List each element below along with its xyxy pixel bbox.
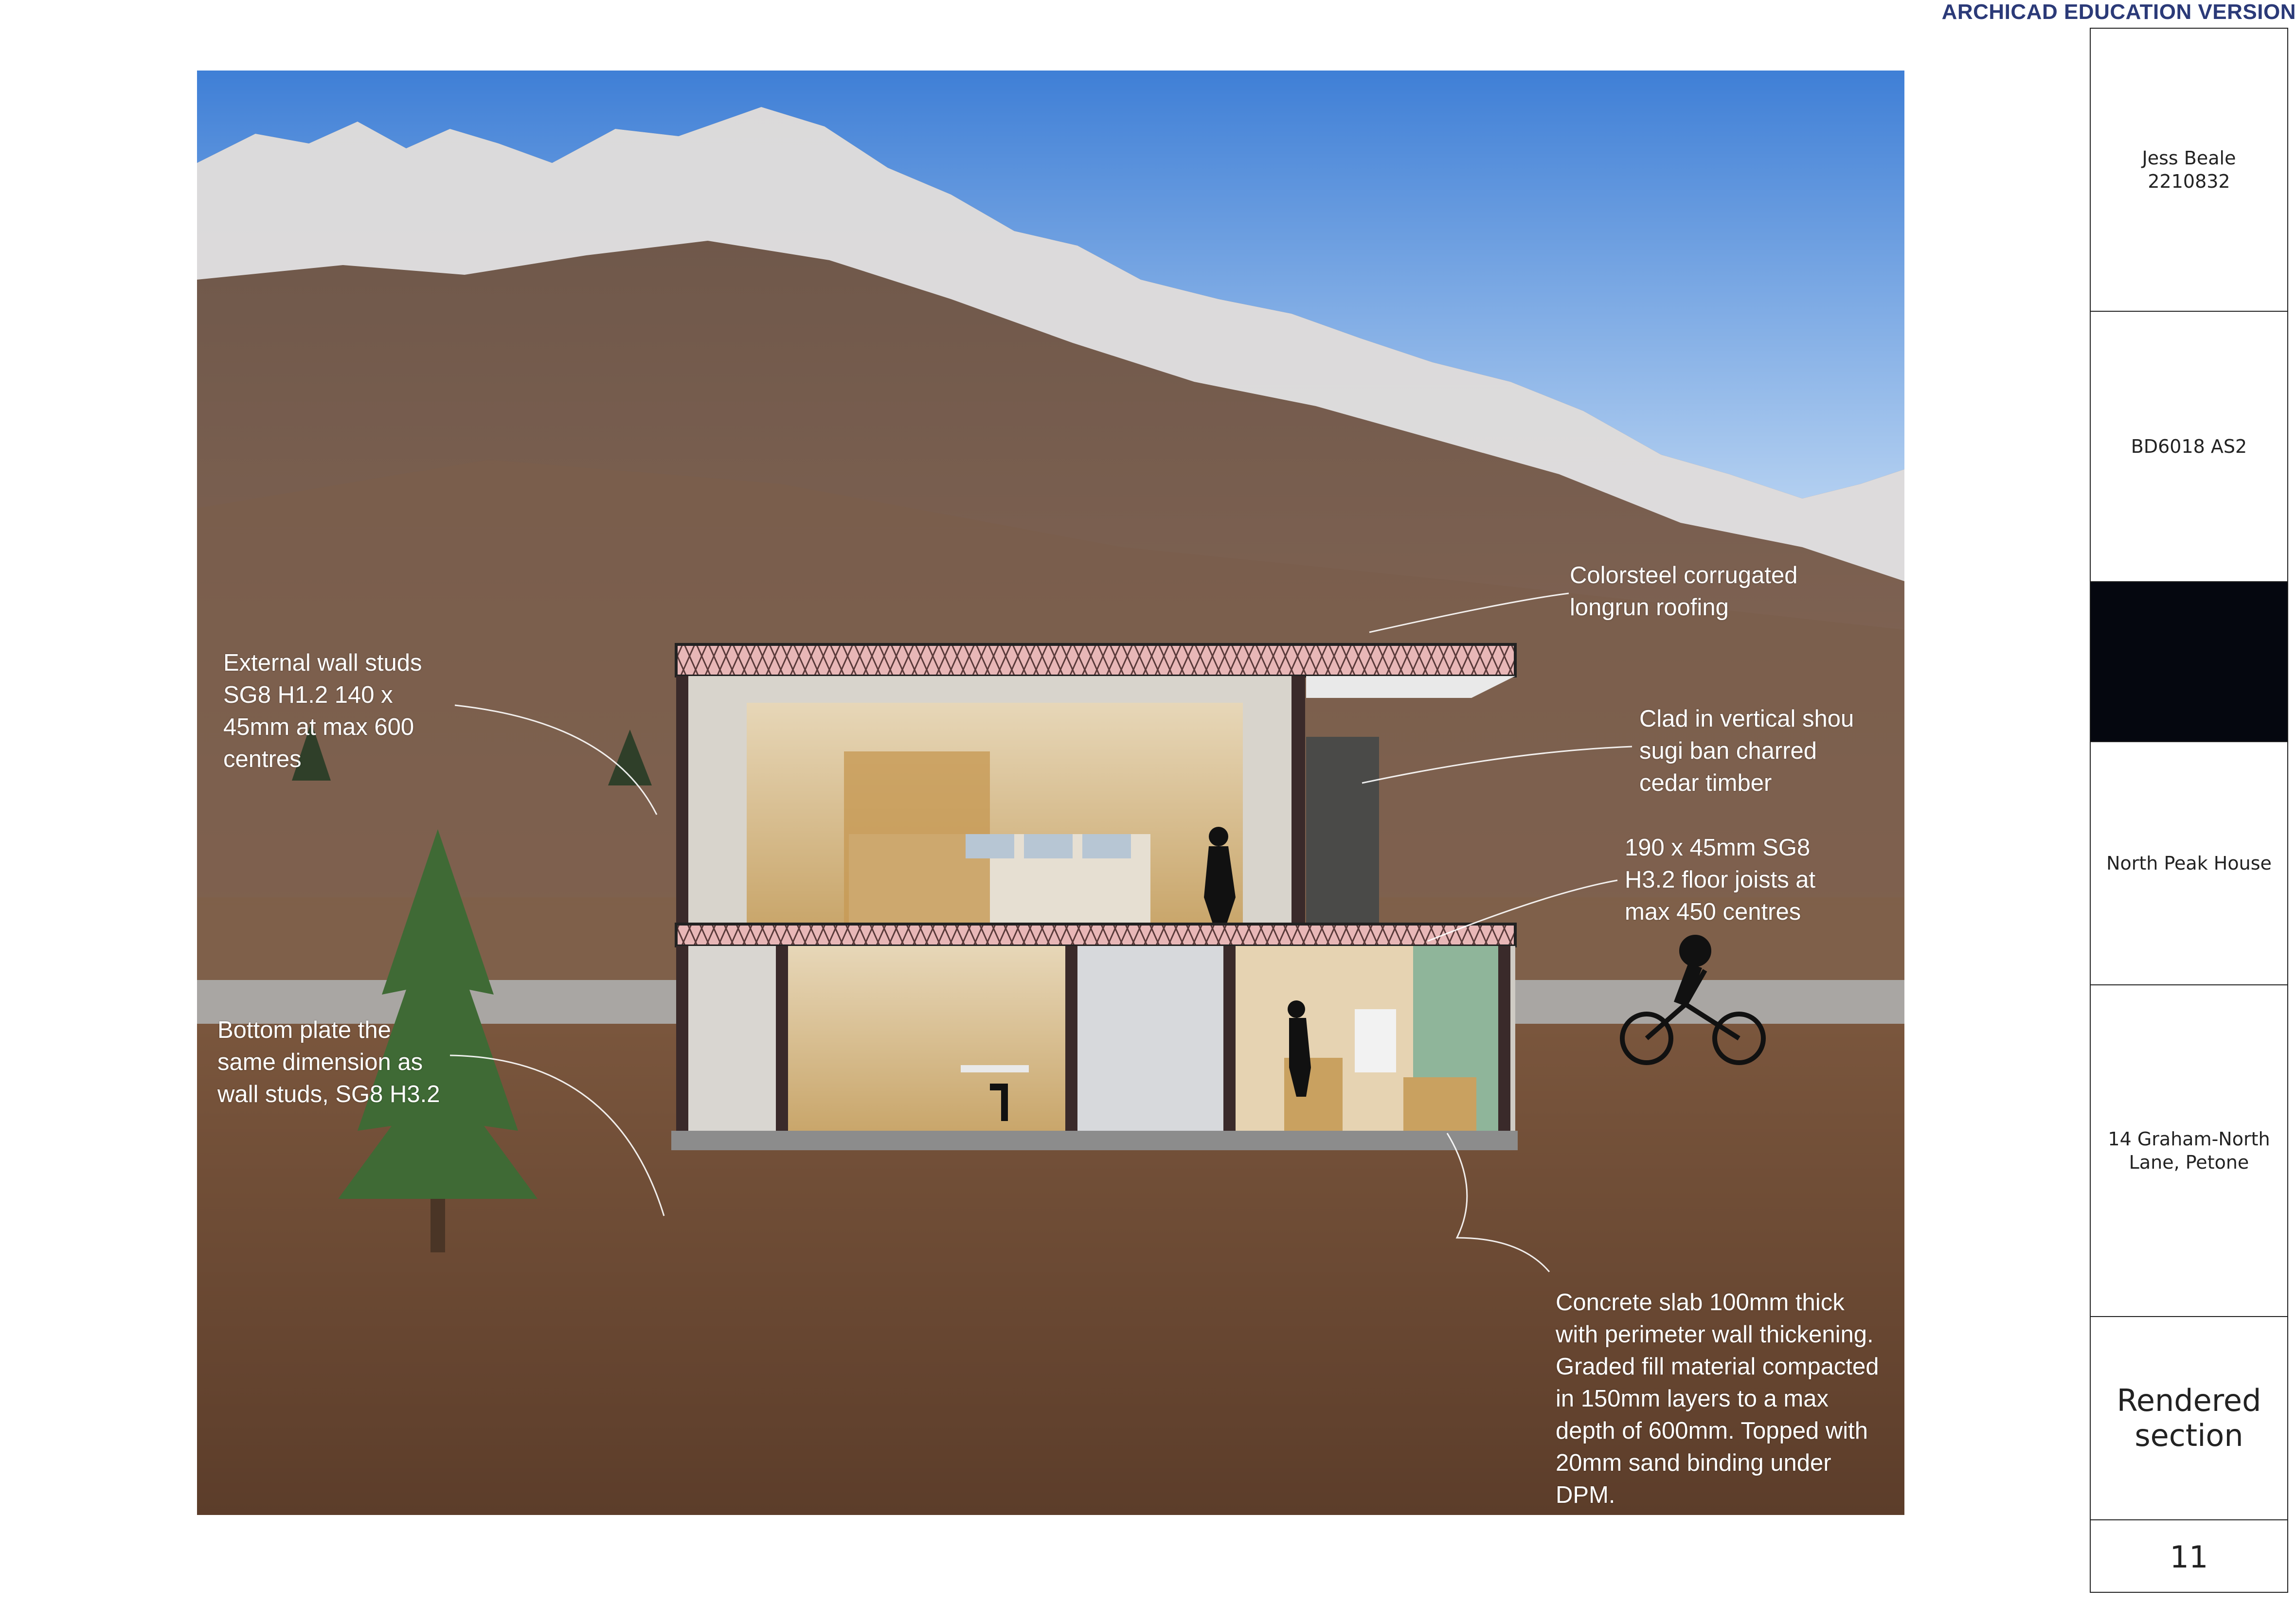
roofing-annotation: Colorsteel corrugated longrun roofing — [1570, 562, 1798, 621]
snow-caps — [197, 107, 1904, 581]
slab-annotation: Concrete slab 100mm thick with perimeter… — [1556, 1289, 1879, 1508]
house-section — [671, 643, 1518, 1150]
project-name-cell: North Peak House — [2091, 742, 2287, 985]
scene-svg — [197, 71, 1904, 1515]
person-silhouette-icon-2 — [1288, 1000, 1311, 1097]
sheet-number-cell: 11 — [2170, 1539, 2208, 1575]
external-wall-annotation: External wall studs SG8 H1.2 140 x 45mm … — [223, 650, 422, 772]
watermark: ARCHICAD EDUCATION VERSION — [1941, 0, 2296, 24]
title-block: Jess Beale 2210832 BD6018 AS2 North Peak… — [2090, 28, 2288, 1593]
person-silhouette-icon — [1204, 827, 1236, 926]
concrete-slab — [671, 1131, 1518, 1150]
cyclist-icon — [1620, 935, 1766, 1065]
charred-cladding — [1306, 737, 1379, 926]
author-cell: Jess Beale 2210832 — [2091, 29, 2287, 312]
bottom-plate-annotation: Bottom plate the same dimension as wall … — [217, 1017, 440, 1107]
floor-joists-annotation: 190 x 45mm SG8 H3.2 floor joists at max … — [1625, 835, 1816, 925]
black-band — [2091, 582, 2287, 742]
leader-lines — [449, 592, 1632, 1272]
rendered-section-image: Colorsteel corrugated longrun roofing Ex… — [197, 71, 1904, 1515]
small-pine-tree-icon — [292, 722, 652, 785]
course-cell: BD6018 AS2 — [2091, 312, 2287, 582]
cladding-annotation: Clad in vertical shou sugi ban charred c… — [1639, 706, 1854, 796]
pine-tree-icon — [338, 829, 538, 1252]
drawing-title-cell: Rendered section — [2091, 1317, 2287, 1520]
address-cell: 14 Graham-North Lane, Petone — [2091, 985, 2287, 1317]
